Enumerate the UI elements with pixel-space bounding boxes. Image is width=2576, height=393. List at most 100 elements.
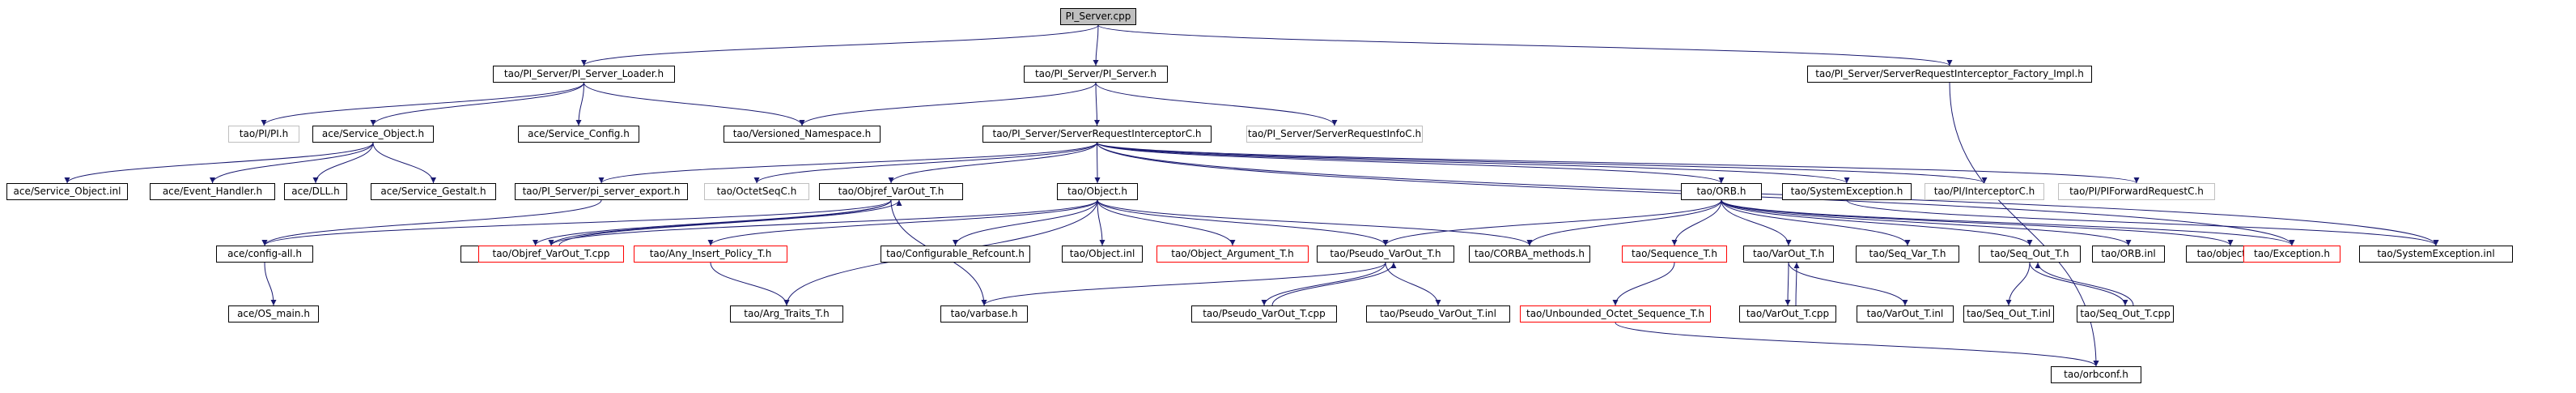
edge-orb-to-orbinl: [1721, 199, 2132, 246]
node-objref[interactable]: tao/Objref_VarOut_T.h: [819, 183, 963, 200]
node-orb[interactable]: tao/ORB.h: [1681, 183, 1762, 200]
edge-unbounded-to-orbconf: [1615, 322, 2099, 367]
node-seqoutinl[interactable]: tao/Seq_Out_T.inl: [1963, 305, 2054, 323]
node-verns[interactable]: tao/Versioned_Namespace.h: [724, 126, 881, 143]
edge-object-to-pseudo: [1097, 199, 1389, 246]
node-exc[interactable]: tao/Exception.h: [2243, 246, 2340, 263]
edge-sysexc-to-sysexcinl: [1846, 199, 2439, 246]
edge-loader-to-verns: [584, 82, 805, 126]
edge-loader-to-svcobj: [370, 82, 584, 126]
node-evh[interactable]: ace/Event_Handler.h: [150, 183, 275, 200]
node-loader[interactable]: tao/PI_Server/PI_Server_Loader.h: [493, 66, 675, 83]
edge-pseudo-to-pseudocpp: [1261, 262, 1386, 306]
edge-object-to-cfgref: [953, 199, 1098, 246]
edge-pseudo-to-pseudoinl: [1385, 262, 1441, 306]
node-pih[interactable]: tao/PI/PI.h: [228, 126, 299, 143]
edge-loader-to-pih: [261, 82, 584, 126]
edge-sric-to-sysexc: [1097, 142, 1850, 184]
edge-sric-to-export: [598, 142, 1097, 184]
node-cfgref[interactable]: tao/Configurable_Refcount.h: [881, 246, 1030, 263]
node-sysexcinl[interactable]: tao/SystemException.inl: [2359, 246, 2513, 263]
node-sric[interactable]: tao/PI_Server/ServerRequestInterceptorC.…: [982, 126, 1212, 143]
edge-orb-to-objectid: [1721, 199, 2234, 246]
edge-sric-to-object: [1094, 142, 1101, 184]
node-corbam[interactable]: tao/CORBA_methods.h: [1469, 246, 1590, 263]
node-seqoutcpp[interactable]: tao/Seq_Out_T.cpp: [2077, 305, 2174, 323]
node-pifwd[interactable]: tao/PI/PIForwardRequestC.h: [2058, 183, 2215, 200]
node-srifi[interactable]: tao/PI_Server/ServerRequestInterceptor_F…: [1807, 66, 2092, 83]
node-octseq[interactable]: tao/OctetSeqC.h: [704, 183, 809, 200]
node-sriinfo[interactable]: tao/PI_Server/ServerRequestInfoC.h: [1246, 126, 1423, 143]
node-pis[interactable]: tao/PI_Server/PI_Server.h: [1024, 66, 1168, 83]
edge-anyins-to-argtr: [710, 262, 790, 306]
node-pseudoinl[interactable]: tao/Pseudo_VarOut_T.inl: [1366, 305, 1510, 323]
edge-objref-to-objrefcpp: [548, 199, 892, 246]
edge-sric-to-pifwd: [1097, 142, 2140, 184]
edge-orb-to-pseudo: [1382, 199, 1722, 246]
edge-objref-to-cfgall: [261, 199, 892, 246]
node-orbinl[interactable]: tao/ORB.inl: [2092, 246, 2165, 263]
node-dll[interactable]: ace/DLL.h: [284, 183, 347, 200]
edge-orb-to-corbam: [1526, 199, 1722, 246]
node-varoutinl[interactable]: tao/VarOut_T.inl: [1857, 305, 1954, 323]
edge-pseudo-to-varbase: [981, 262, 1386, 306]
edge-svcobj-to-gestalt: [372, 142, 436, 184]
node-seqout[interactable]: tao/Seq_Out_T.h: [1979, 246, 2081, 263]
edge-sric-to-sysexcinl: [1097, 142, 2439, 246]
edge-object-to-corbam: [1097, 199, 1533, 246]
node-export[interactable]: tao/PI_Server/pi_server_export.h: [515, 183, 688, 200]
edge-pis-to-sriinfo: [1095, 82, 1338, 126]
node-orbconf[interactable]: tao/orbconf.h: [2051, 366, 2141, 383]
node-objrefcpp[interactable]: tao/Objref_VarOut_T.cpp: [478, 246, 624, 263]
node-svccfg[interactable]: ace/Service_Config.h: [518, 126, 639, 143]
edge-orb-to-seqout: [1721, 199, 2033, 246]
node-osmain[interactable]: ace/OS_main.h: [228, 305, 319, 323]
edge-seqT-to-unbounded: [1612, 262, 1675, 306]
edge-sric-to-interc: [1097, 142, 1988, 184]
edge-sric-to-octseq: [753, 142, 1097, 184]
node-seqvar[interactable]: tao/Seq_Var_T.h: [1856, 246, 1959, 263]
edge-object-to-anyins: [707, 199, 1098, 246]
node-object[interactable]: tao/Object.h: [1057, 183, 1138, 200]
edge-srifi-to-orbconf: [1949, 82, 2099, 367]
edge-varoutcpp-to-varout: [1793, 262, 1800, 306]
edge-seqout-to-seqoutcpp: [2029, 262, 2128, 306]
edge-orb-to-exc: [1721, 199, 2295, 246]
node-pseudocpp[interactable]: tao/Pseudo_VarOut_T.cpp: [1191, 305, 1337, 323]
edge-export-to-cfgall: [261, 199, 602, 246]
edge-orb-to-varout: [1721, 199, 1792, 246]
edge-sric-to-objref: [888, 142, 1097, 184]
edge-objrefcpp-to-objref: [558, 199, 902, 246]
edge-pis-to-sric: [1093, 82, 1100, 126]
edge-cfgall-to-osmain: [264, 262, 277, 306]
edge-varout-to-varoutinl: [1788, 262, 1908, 306]
node-cfgall[interactable]: ace/config-all.h: [216, 246, 313, 263]
node-anyins[interactable]: tao/Any_Insert_Policy_T.h: [634, 246, 787, 263]
node-argtr[interactable]: tao/Arg_Traits_T.h: [730, 305, 843, 323]
node-gestalt[interactable]: ace/Service_Gestalt.h: [371, 183, 496, 200]
edge-svcobj-to-svcobjinl: [64, 142, 374, 184]
edge-root-to-srifi: [1097, 24, 1953, 66]
node-varoutcpp[interactable]: tao/VarOut_T.cpp: [1739, 305, 1836, 323]
edge-sric-to-orb: [1097, 142, 1725, 184]
node-interc[interactable]: tao/PI/InterceptorC.h: [1925, 183, 2044, 200]
node-objinl[interactable]: tao/Object.inl: [1062, 246, 1143, 263]
node-varbase[interactable]: tao/varbase.h: [940, 305, 1028, 323]
node-objarg[interactable]: tao/Object_Argument_T.h: [1156, 246, 1309, 263]
node-svcobjinl[interactable]: ace/Service_Object.inl: [6, 183, 128, 200]
node-root[interactable]: PI_Server.cpp: [1060, 8, 1136, 25]
node-seqT[interactable]: tao/Sequence_T.h: [1622, 246, 1727, 263]
node-pseudo[interactable]: tao/Pseudo_VarOut_T.h: [1317, 246, 1454, 263]
edge-loader-to-svccfg: [575, 82, 584, 126]
edge-orb-to-seqT: [1671, 199, 1722, 246]
edge-pis-to-verns: [799, 82, 1097, 126]
edge-orb-to-seqvar: [1721, 199, 1911, 246]
node-varout[interactable]: tao/VarOut_T.h: [1743, 246, 1834, 263]
edge-svcobj-to-evh: [210, 142, 374, 184]
edge-object-to-objrefcpp: [548, 199, 1098, 246]
node-unbounded[interactable]: tao/Unbounded_Octet_Sequence_T.h: [1520, 305, 1711, 323]
node-sysexc[interactable]: tao/SystemException.h: [1782, 183, 1912, 200]
node-svcobj[interactable]: ace/Service_Object.h: [312, 126, 434, 143]
